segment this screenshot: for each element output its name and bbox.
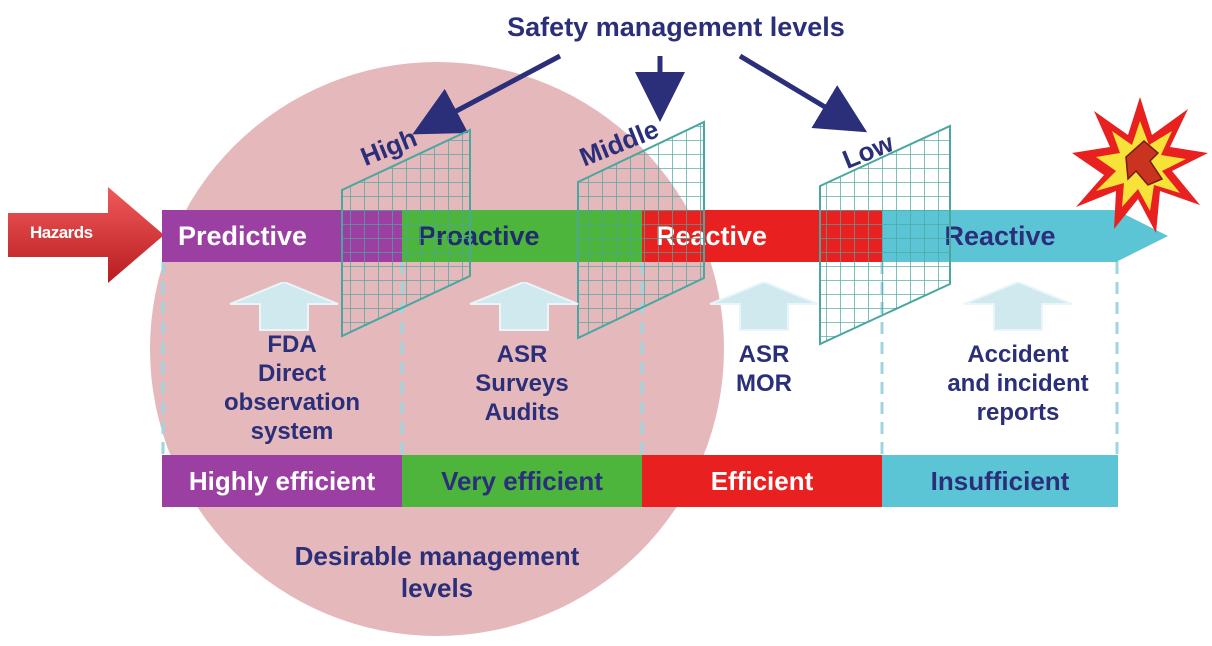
tools-proactive: ASR Surveys Audits bbox=[422, 340, 622, 427]
tool-line: MOR bbox=[736, 370, 792, 397]
tool-line: system bbox=[250, 418, 334, 445]
desirable-line: levels bbox=[400, 573, 474, 603]
grid-filter-middle bbox=[577, 120, 705, 340]
explosion-icon bbox=[1072, 97, 1208, 233]
desirable-line: Desirable management bbox=[294, 541, 580, 571]
efficiency-insufficient: Insufficient bbox=[882, 455, 1118, 507]
efficiency-label: Insufficient bbox=[930, 465, 1070, 496]
tool-line: ASR bbox=[738, 341, 790, 368]
stage-label: Predictive bbox=[178, 220, 308, 251]
up-arrow-icon bbox=[229, 282, 339, 331]
desirable-management-label: Desirable management levels bbox=[262, 540, 612, 604]
efficiency-label: Highly efficient bbox=[188, 465, 376, 496]
hazards-label: Hazards bbox=[30, 223, 93, 242]
arrow-to-high bbox=[412, 53, 562, 135]
tool-line: Accident bbox=[967, 341, 1069, 368]
tool-line: Direct bbox=[257, 360, 327, 387]
tool-line: and incident bbox=[947, 370, 1089, 397]
tool-line: Audits bbox=[484, 399, 560, 426]
up-arrow-icon bbox=[469, 282, 579, 331]
stage-label: Reactive bbox=[944, 220, 1056, 251]
tool-line: ASR bbox=[496, 341, 548, 368]
tools-reactive-1: ASR MOR bbox=[664, 340, 864, 398]
efficiency-efficient: Efficient bbox=[642, 455, 882, 507]
grid-filter-high bbox=[341, 128, 471, 338]
tools-reactive-2: Accident and incident reports bbox=[918, 340, 1118, 427]
tool-line: Surveys bbox=[475, 370, 569, 397]
up-arrow-icon bbox=[963, 282, 1073, 331]
arrow-to-low bbox=[738, 53, 868, 133]
efficiency-label: Very efficient bbox=[441, 465, 603, 496]
hazard-arrow-icon bbox=[8, 187, 164, 283]
efficiency-label: Efficient bbox=[710, 465, 814, 496]
efficiency-very-efficient: Very efficient bbox=[402, 455, 642, 507]
grid-filter-low bbox=[819, 124, 951, 346]
up-arrow-icon bbox=[709, 282, 819, 331]
tools-predictive: FDA Direct observation system bbox=[192, 330, 392, 446]
tool-line: observation bbox=[223, 389, 361, 416]
diagram-title: Safety management levels bbox=[507, 12, 845, 42]
bar-arrow-head-icon bbox=[1116, 210, 1168, 262]
tool-line: reports bbox=[976, 399, 1060, 426]
efficiency-highly-efficient: Highly efficient bbox=[162, 455, 402, 507]
tool-line: FDA bbox=[267, 331, 317, 358]
